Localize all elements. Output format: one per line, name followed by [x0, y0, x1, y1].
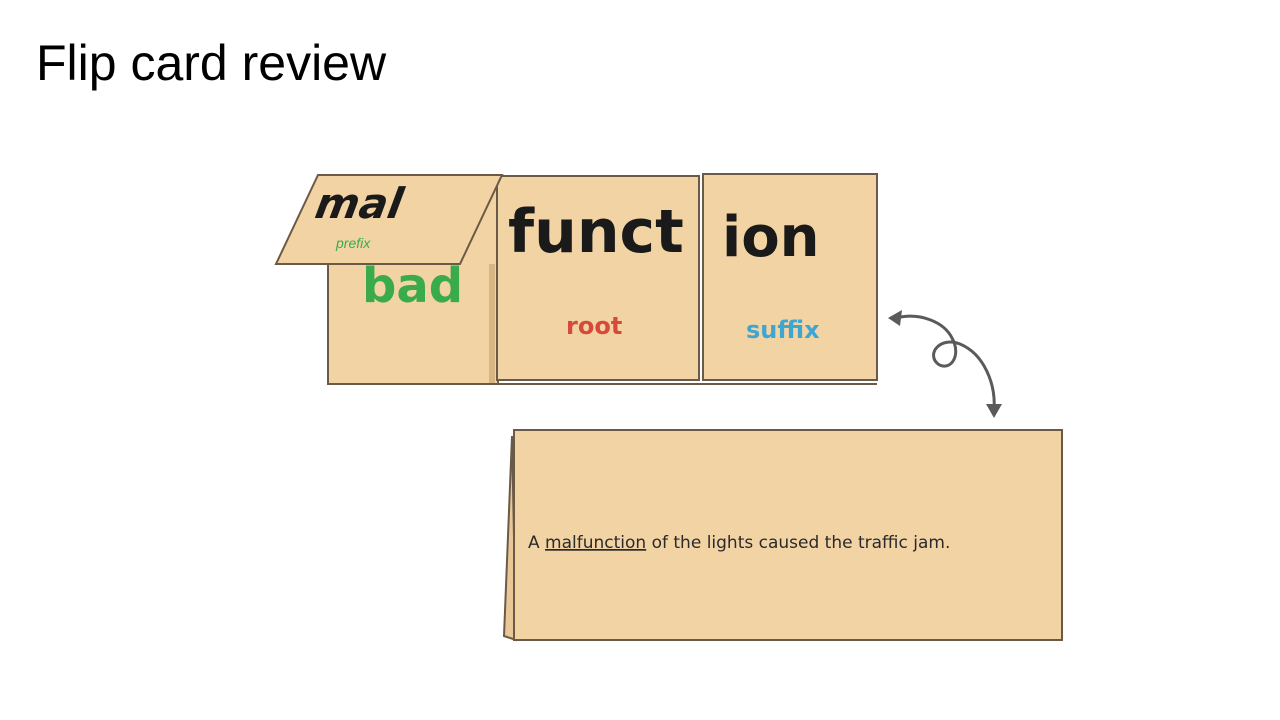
root-word-part: funct: [508, 197, 684, 267]
root-panel[interactable]: [496, 175, 700, 381]
flap-word-part: mal: [312, 179, 408, 228]
meaning-text: bad: [362, 258, 463, 314]
sentence-end: of the lights caused the traffic jam.: [646, 533, 950, 553]
suffix-word-part: ion: [722, 205, 820, 270]
suffix-panel[interactable]: [702, 173, 878, 381]
sentence-start: A: [528, 533, 545, 553]
front-card: bad mal prefix funct root ion suffix: [274, 173, 878, 385]
flap-label: prefix: [335, 235, 371, 251]
back-card-sentence: A malfunction of the lights caused the t…: [528, 533, 950, 553]
prefix-flap[interactable]: [274, 174, 504, 265]
back-card-panel: [513, 429, 1063, 641]
flip-arrow-icon: [888, 310, 1002, 418]
root-label: root: [566, 312, 622, 340]
suffix-label: suffix: [746, 316, 820, 344]
back-card: A malfunction of the lights caused the t…: [502, 429, 1063, 642]
sentence-underlined-word: malfunction: [545, 533, 646, 553]
slide-title: Flip card review: [36, 35, 387, 91]
